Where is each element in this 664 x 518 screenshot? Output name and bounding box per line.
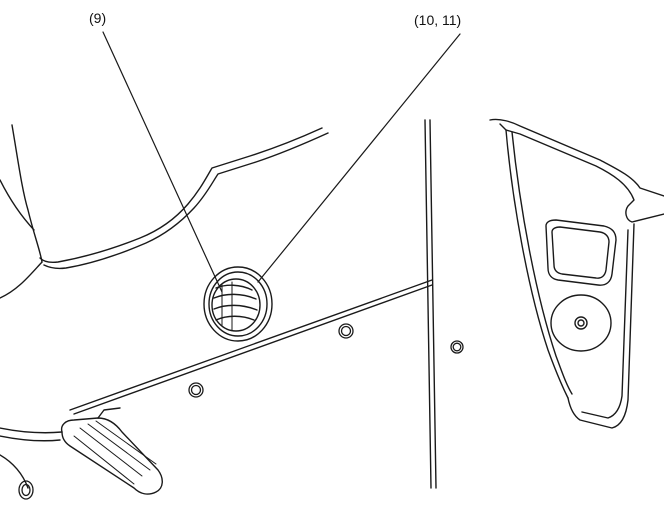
panel-holes — [188, 323, 464, 398]
floor-curve — [0, 427, 63, 489]
callout-label-9: (9) — [89, 10, 107, 26]
door-card — [489, 118, 664, 429]
callout-label-10-11: (10, 11) — [414, 12, 462, 28]
bolt-bottom-left — [18, 480, 34, 500]
air-vent — [203, 266, 273, 342]
door-handle-recess — [545, 219, 617, 286]
pillar — [424, 119, 437, 489]
accelerator-pedal — [60, 407, 163, 495]
leader-lines — [102, 31, 461, 293]
door-knob — [550, 294, 612, 352]
panel-edge — [69, 279, 433, 415]
seat-outline — [0, 124, 329, 299]
